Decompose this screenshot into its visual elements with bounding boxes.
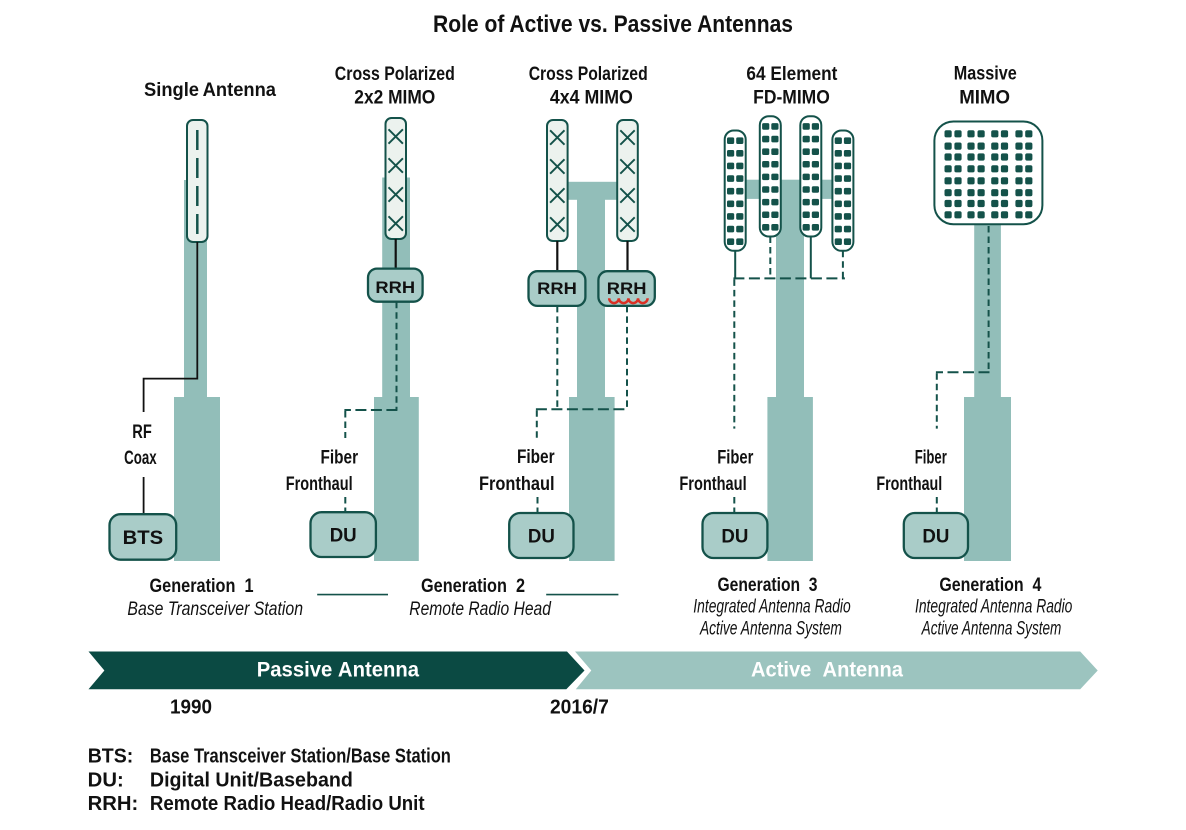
svg-text:Single Antenna: Single Antenna — [144, 79, 276, 101]
svg-text:BTS:: BTS: — [88, 746, 134, 768]
svg-text:Fronthaul: Fronthaul — [286, 474, 353, 495]
svg-text:Fiber: Fiber — [915, 448, 947, 469]
svg-text:Fiber: Fiber — [321, 448, 359, 469]
svg-text:RRH: RRH — [375, 278, 415, 297]
svg-text:MIMO: MIMO — [959, 88, 1010, 109]
svg-text:Cross Polarized: Cross Polarized — [529, 64, 648, 85]
svg-text:Active Antenna: Active Antenna — [751, 658, 903, 681]
svg-text:1990: 1990 — [170, 697, 212, 719]
svg-text:DU:: DU: — [88, 770, 124, 792]
svg-text:Integrated Antenna Radio: Integrated Antenna Radio — [915, 597, 1072, 618]
svg-text:DU: DU — [528, 526, 555, 547]
svg-text:Remote Radio Head: Remote Radio Head — [409, 599, 552, 620]
svg-text:Active Antenna System: Active Antenna System — [699, 619, 842, 640]
svg-text:Cross Polarized: Cross Polarized — [335, 64, 455, 85]
svg-text:Fronthaul: Fronthaul — [876, 474, 942, 495]
svg-text:Base Transceiver Station: Base Transceiver Station — [127, 599, 303, 620]
svg-text:RF: RF — [132, 422, 152, 443]
svg-text:Passive Antenna: Passive Antenna — [257, 658, 420, 681]
svg-text:Coax: Coax — [124, 448, 157, 469]
svg-text:Active Antenna System: Active Antenna System — [921, 619, 1061, 640]
svg-text:Generation 1: Generation 1 — [150, 576, 254, 597]
svg-text:Fiber: Fiber — [717, 448, 754, 469]
svg-text:RRH:: RRH: — [88, 793, 139, 815]
svg-text:Generation 2: Generation 2 — [421, 576, 525, 597]
svg-text:Base Transceiver Station/Base: Base Transceiver Station/Base Station — [150, 746, 451, 768]
svg-text:RRH: RRH — [607, 279, 647, 298]
svg-text:Digital Unit/Baseband: Digital Unit/Baseband — [150, 770, 353, 792]
svg-text:RRH: RRH — [537, 279, 577, 298]
svg-text:2016/7: 2016/7 — [550, 697, 609, 719]
svg-text:Generation 3: Generation 3 — [718, 575, 818, 596]
svg-text:DU: DU — [721, 526, 748, 547]
svg-text:Fronthaul: Fronthaul — [679, 474, 746, 495]
svg-text:DU: DU — [922, 526, 949, 547]
svg-text:Generation 4: Generation 4 — [939, 575, 1041, 596]
svg-text:FD-MIMO: FD-MIMO — [753, 88, 830, 109]
svg-text:Fiber: Fiber — [517, 447, 555, 468]
svg-text:Fronthaul: Fronthaul — [479, 474, 555, 495]
svg-text:BTS: BTS — [123, 528, 164, 549]
svg-text:DU: DU — [330, 526, 357, 547]
svg-text:Integrated Antenna Radio: Integrated Antenna Radio — [693, 597, 850, 618]
svg-text:Remote Radio Head/Radio Unit: Remote Radio Head/Radio Unit — [150, 793, 425, 815]
svg-text:Massive: Massive — [954, 63, 1017, 84]
svg-text:4x4 MIMO: 4x4 MIMO — [550, 88, 633, 109]
svg-text:Role of Active vs. Passive Ant: Role of Active vs. Passive Antennas — [433, 11, 793, 38]
svg-text:64 Element: 64 Element — [746, 64, 838, 85]
svg-text:2x2 MIMO: 2x2 MIMO — [354, 88, 435, 109]
